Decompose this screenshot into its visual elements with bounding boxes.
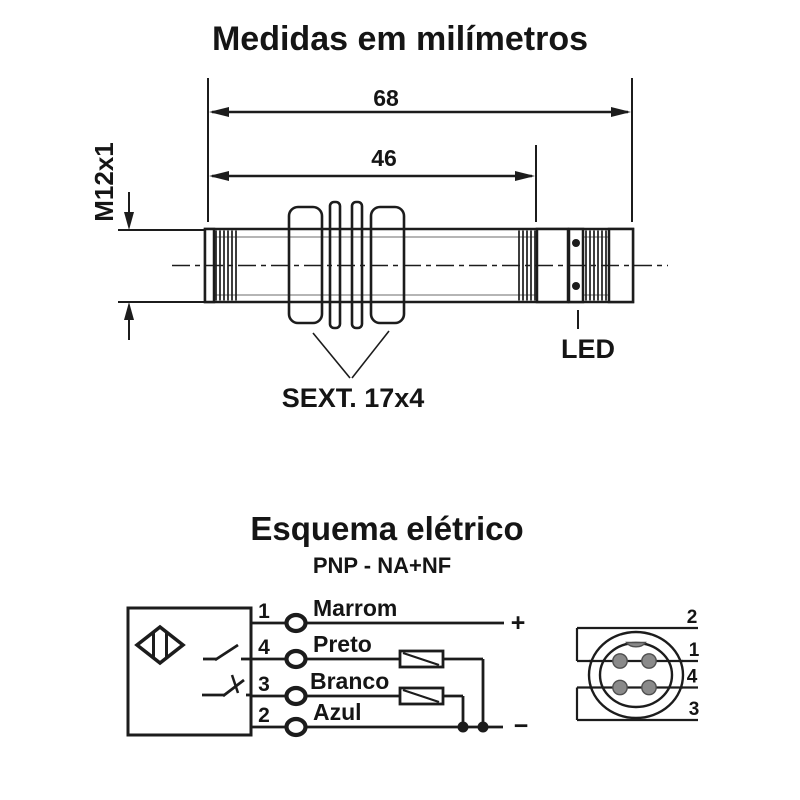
wire-pin-number: 3 <box>258 673 270 696</box>
keying-notch <box>625 641 647 648</box>
dimensions-section: Medidas em milímetros 68 46 M12x1 <box>89 20 668 413</box>
terminal <box>284 648 308 670</box>
thread-length-value: 46 <box>371 145 397 171</box>
dimension-46: 46 <box>209 145 537 222</box>
wire-blue: 2 Azul − <box>251 699 528 740</box>
hex-nut-callout: SEXT. 17x4 <box>282 330 425 413</box>
junction-dot <box>477 721 489 733</box>
plus-symbol: + <box>511 609 526 637</box>
junction-dot <box>457 721 469 733</box>
wire-color-label: Preto <box>313 631 372 657</box>
schematic-title: Esquema elétrico <box>250 510 523 547</box>
arrow-right-icon <box>515 171 535 181</box>
terminal <box>284 612 308 634</box>
arrow-left-icon <box>209 171 229 181</box>
wire-pin-number: 4 <box>258 636 270 659</box>
led-callout: LED <box>561 310 615 364</box>
hex-nut-label: SEXT. 17x4 <box>282 383 425 413</box>
dimension-m12: M12x1 <box>89 142 208 340</box>
led-dot <box>572 239 580 247</box>
wire-color-label: Azul <box>313 699 362 725</box>
load-resistor-icon <box>398 686 445 706</box>
connector-pin <box>612 653 628 669</box>
terminal <box>284 685 308 707</box>
thread-spec-label: M12x1 <box>89 142 119 222</box>
led-label: LED <box>561 334 615 364</box>
dimension-68: 68 <box>207 78 633 222</box>
wire-pin-number: 1 <box>258 600 270 623</box>
wire-pin-number: 2 <box>258 704 270 727</box>
arrow-down-icon <box>124 212 134 230</box>
connector-pinout: 2 1 4 3 <box>575 607 700 722</box>
dimensions-title: Medidas em milímetros <box>212 20 588 58</box>
minus-symbol: − <box>514 712 529 740</box>
connector-pin-label: 2 <box>687 607 698 628</box>
schematic-subtitle: PNP - NA+NF <box>313 553 451 578</box>
arrow-left-icon <box>209 107 229 117</box>
connector-pin <box>641 653 657 669</box>
led-dot <box>572 282 580 290</box>
connector-pin-label: 1 <box>689 640 700 661</box>
wire-black: 4 Preto <box>251 631 485 727</box>
wire-color-label: Marrom <box>313 595 397 621</box>
no-contact-icon <box>203 643 251 662</box>
sensor-symbol-box <box>126 606 253 737</box>
schematic-section: Esquema elétrico PNP - NA+NF <box>126 510 528 740</box>
sensor-body-drawing <box>172 200 668 330</box>
load-resistor-icon <box>398 649 445 669</box>
connector-pin <box>612 679 628 696</box>
nc-contact-icon <box>202 674 251 698</box>
connector-pin-label: 3 <box>689 699 700 720</box>
connector-pin-label: 4 <box>687 667 698 688</box>
overall-length-value: 68 <box>373 85 399 111</box>
wire-white: 3 Branco <box>251 668 465 727</box>
terminal <box>284 716 308 738</box>
wire-brown: 1 Marrom + <box>251 595 525 637</box>
wire-color-label: Branco <box>310 668 389 694</box>
arrow-right-icon <box>611 107 631 117</box>
arrow-up-icon <box>124 302 134 320</box>
connector-inner-ring <box>598 641 674 709</box>
connector-pin <box>641 679 657 696</box>
